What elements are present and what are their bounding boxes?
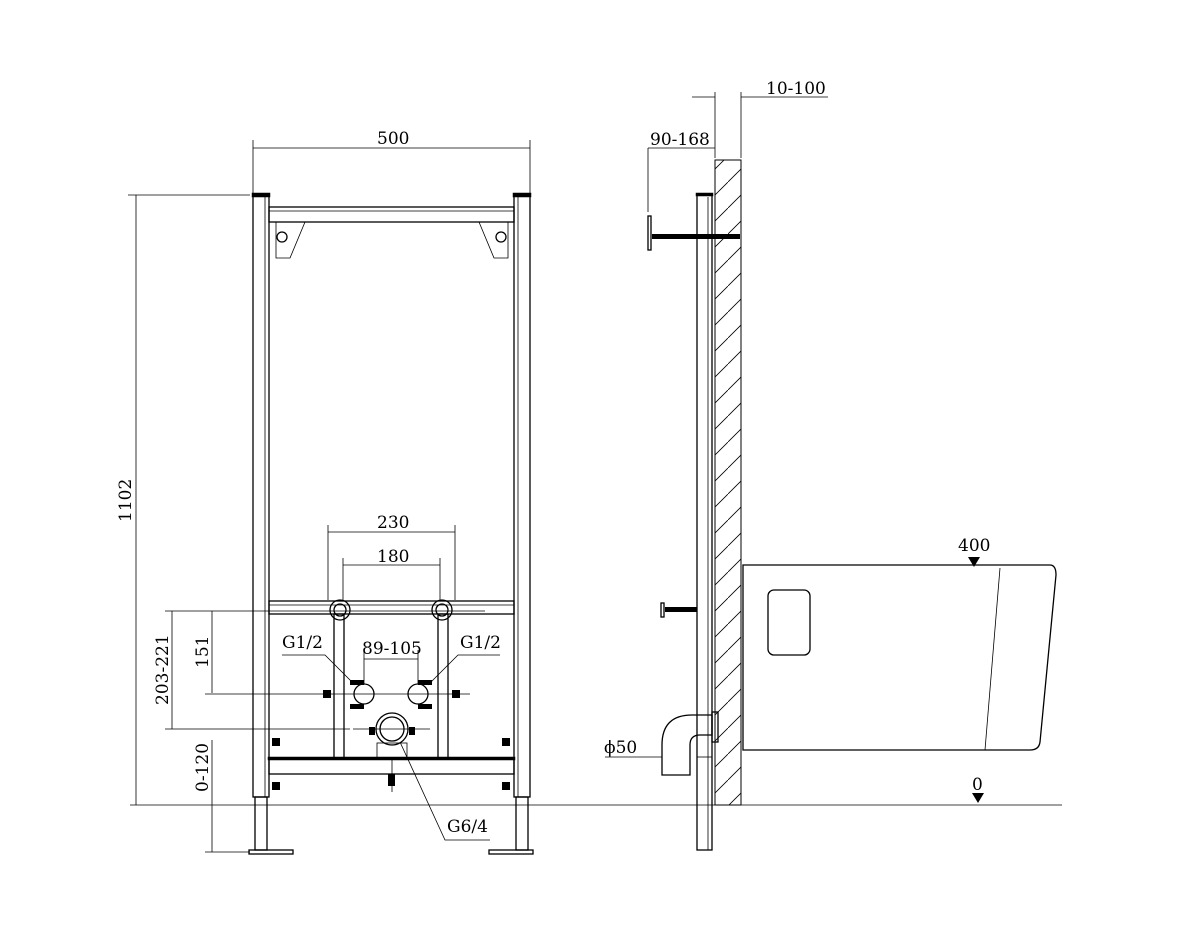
label-right-valve: G1/2 xyxy=(460,633,501,653)
label-left-valve: G1/2 xyxy=(282,633,323,653)
wall xyxy=(714,159,742,806)
side-view xyxy=(647,159,1057,851)
dim-10-100: 10-100 xyxy=(766,79,826,99)
dim-width-500: 500 xyxy=(377,129,409,149)
front-dimensions xyxy=(128,140,531,853)
dim-89-105: 89-105 xyxy=(362,639,422,659)
side-dimensions xyxy=(605,92,984,803)
dim-230: 230 xyxy=(377,513,409,533)
dim-400: 400 xyxy=(958,536,990,556)
dim-151: 151 xyxy=(193,636,213,668)
label-drain: G6/4 xyxy=(447,817,488,837)
dim-180: 180 xyxy=(377,547,409,567)
dim-0-120: 0-120 xyxy=(193,743,213,792)
dim-height-1102: 1102 xyxy=(116,479,136,522)
dim-drain-diameter: ϕ50 xyxy=(604,738,637,758)
dim-203-221: 203-221 xyxy=(153,634,173,705)
front-view-frame xyxy=(248,192,534,855)
dim-floor-0: 0 xyxy=(972,775,983,795)
dim-90-168: 90-168 xyxy=(650,130,710,150)
